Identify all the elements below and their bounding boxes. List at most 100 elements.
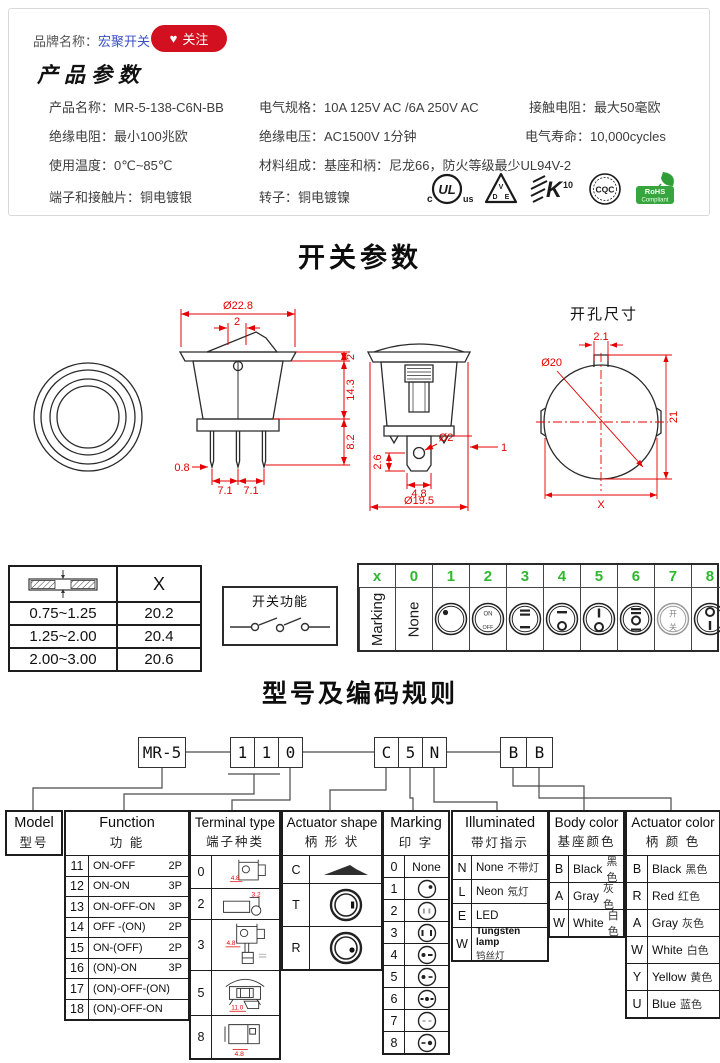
table-row: 5 11.0 (191, 970, 279, 1015)
marking-small-icon-8 (405, 1032, 448, 1053)
terminal-5-icon: 11.0 (212, 971, 279, 1015)
svg-text:关: 关 (669, 622, 677, 632)
table-row: 1 (384, 877, 448, 899)
marking-icon-bars-circle (616, 587, 654, 650)
code-connector-lines (32, 751, 672, 812)
svg-text:UL: UL (438, 182, 455, 197)
svg-text:2.6: 2.6 (372, 454, 384, 469)
code-digit-box: 1 (254, 737, 279, 768)
svg-text:Ø19.5: Ø19.5 (404, 495, 434, 507)
side-view-dim-labels: Ø22.8 2 2 14.3 8.2 0.8 7.1 7.1 (174, 300, 357, 497)
switch-function-title: 开关功能 (251, 594, 308, 609)
marking-small-icon-1 (405, 878, 448, 899)
panel-thickness-icon (10, 567, 118, 601)
actuator-shape-table: Actuator shape 柄 形 状 C T R (281, 810, 383, 971)
marking-icon-circle-line (690, 587, 720, 650)
table-row: 4 (384, 943, 448, 965)
marking-col-header: 4 (542, 565, 580, 587)
product-params-card: 品牌名称：宏聚开关 ♥ 关注 产品参数 产品名称：MR-5-138-C6N-BB… (8, 8, 710, 216)
code-digit-box: B (526, 737, 553, 768)
terminal-0-icon: 4.8 (212, 856, 279, 888)
brand-name-link[interactable]: 宏聚开关 (98, 34, 151, 49)
svg-text:c: c (427, 194, 433, 205)
enec-certification-icon: K 10 (530, 175, 573, 203)
rohs-compliant-icon: RoHS Compliant (636, 172, 674, 204)
code-digit-box: C (374, 737, 399, 768)
code-prefix-box: MR-5 (138, 737, 186, 768)
table-row: 5 (384, 965, 448, 987)
table-row: 8 4.8 (191, 1015, 279, 1058)
svg-text:4.8: 4.8 (235, 1051, 245, 1057)
svg-text:2: 2 (234, 316, 240, 328)
svg-text:7.1: 7.1 (217, 485, 232, 497)
spec-rotor-plating: 转子：铜电镀镍 (259, 190, 351, 205)
svg-text:X: X (597, 499, 605, 511)
marking-small-icon-5 (405, 966, 448, 987)
svg-text:4.8: 4.8 (411, 488, 426, 500)
code-digit-box: 1 (230, 737, 255, 768)
spec-operating-temperature: 使用温度：0℃~85℃ (49, 158, 173, 173)
svg-text:2.1: 2.1 (593, 331, 608, 343)
follow-button[interactable]: ♥ 关注 (151, 25, 227, 52)
svg-text:ON: ON (483, 612, 492, 618)
spdt-circuit-icon (230, 617, 330, 633)
spec-material: 材料组成：基座和柄：尼龙66，防火等级最少UL94V-2 (259, 158, 572, 173)
terminal-2-icon: 3.2 (212, 889, 279, 919)
x-column-header: X (152, 573, 165, 594)
svg-text:1: 1 (501, 442, 507, 454)
spec-terminal-plating: 端子和接触片：铜电镀银 (49, 190, 193, 205)
marking-small-icon-6 (405, 988, 448, 1009)
front-view-drawing (366, 343, 472, 472)
switch-function-box: 开关功能 (222, 586, 338, 646)
svg-text:开: 开 (669, 610, 677, 619)
marking-col-header: x (372, 567, 382, 585)
marking-col-header: 6 (616, 565, 654, 587)
code-digit-box: 0 (278, 737, 303, 768)
svg-text:D: D (492, 194, 497, 201)
hole-cutout-dim-labels: Ø20 2.1 21 X (541, 331, 680, 511)
brand-row: 品牌名称：宏聚开关 (33, 31, 150, 50)
side-view-drawing (178, 331, 298, 470)
table-row: 3 4.8 (191, 919, 279, 970)
svg-text:8.2: 8.2 (345, 434, 357, 449)
marking-col-header: 5 (579, 565, 617, 587)
table-row: 2 3.2 (191, 888, 279, 919)
marking-col-header: 1 (431, 565, 469, 587)
brand-label: 品牌名称： (33, 34, 99, 49)
section-title-model-coding: 型号及编码规则 (261, 680, 458, 708)
code-digit-box: B (500, 737, 527, 768)
terminal-3-icon: 4.8 (212, 920, 279, 970)
ul-certification-icon: UL c us (427, 173, 473, 205)
table-row: 18(ON)-OFF-ON (66, 998, 188, 1019)
svg-text:RoHS: RoHS (645, 187, 665, 196)
table-row: C (283, 855, 381, 883)
svg-text:E: E (505, 194, 510, 201)
table-row: 2 (384, 899, 448, 921)
hole-cutout-dimensions (536, 341, 672, 499)
top-view-drawing (33, 362, 143, 472)
side-view-dimensions (180, 309, 350, 485)
heart-icon: ♥ (169, 31, 178, 46)
svg-text:OFF: OFF (482, 625, 494, 631)
svg-text:Compliant: Compliant (641, 198, 668, 204)
marking-small-icon-4 (405, 944, 448, 965)
table-row: 0 4.8 (191, 855, 279, 888)
